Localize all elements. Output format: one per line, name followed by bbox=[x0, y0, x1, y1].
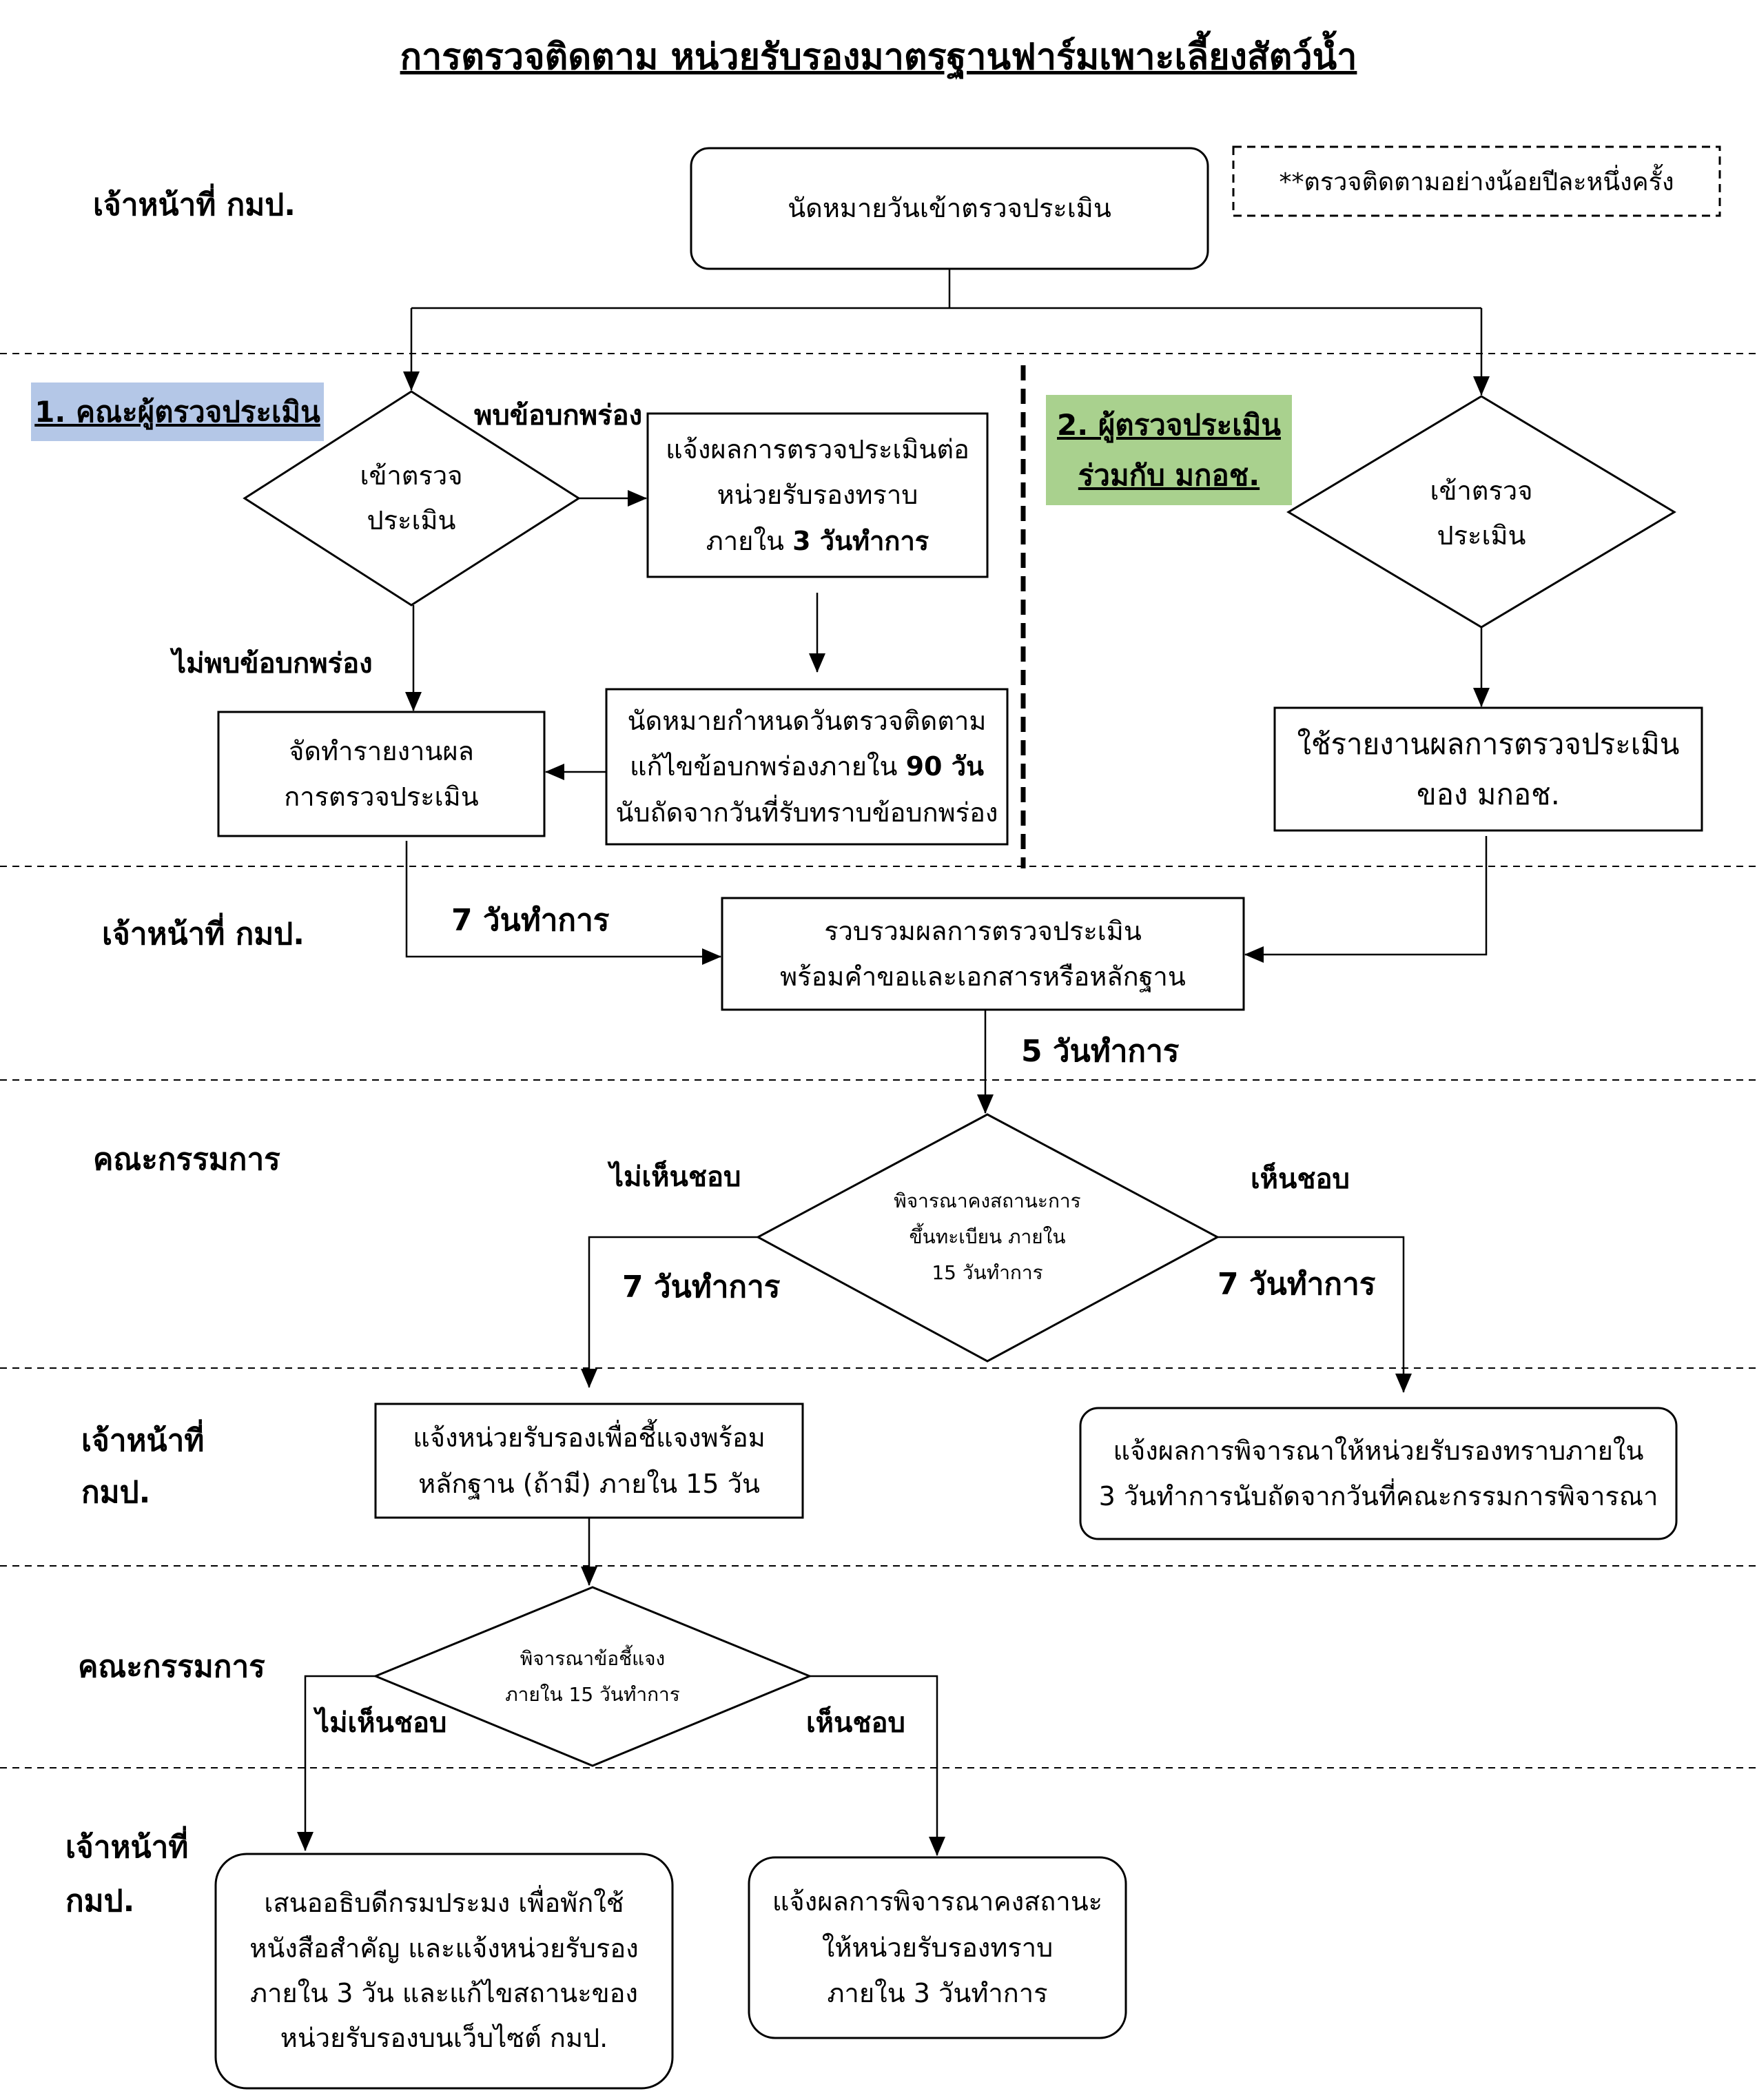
suspend-node: เสนออธิบดีกรมประมง เพื่อพักใช้ หนังสือสำ… bbox=[216, 1854, 672, 2088]
use-report-text: ใช้รายงานผลการตรวจประเมิน bbox=[1297, 726, 1680, 761]
notify-explain-box bbox=[374, 1403, 804, 1519]
note-text: **ตรวจติดตามอย่างน้อยปีละหนึ่งครั้ง bbox=[1279, 167, 1674, 196]
suspend-text: หน่วยรับรองบนเว็บไซต์ กมป. bbox=[280, 2023, 608, 2054]
edge-label-duration: 7 วันทำการ bbox=[1217, 1267, 1376, 1302]
compile-box bbox=[721, 897, 1245, 1011]
keep-status-text: ให้หน่วยรับรองทราบ bbox=[821, 1932, 1054, 1963]
followup-days: 90 วัน bbox=[905, 751, 985, 782]
report-text: จัดทำรายงานผล bbox=[289, 735, 474, 766]
notify-result-text: ภายใน bbox=[706, 525, 793, 556]
inspect-left-text: ประเมิน bbox=[367, 505, 456, 536]
use-report-box bbox=[1273, 706, 1703, 832]
team1-tag-label: 1. คณะผู้ตรวจประเมิน bbox=[34, 394, 320, 429]
compile-text: พร้อมคำขอและเอกสารหรือหลักฐาน bbox=[780, 961, 1186, 992]
followup-text: นัดหมายกำหนดวันตรวจติดตาม bbox=[627, 705, 987, 736]
edge-label-duration: 7 วันทำการ bbox=[451, 903, 610, 938]
report-box bbox=[217, 711, 546, 837]
edge-label-agree: เห็นชอบ bbox=[1251, 1163, 1350, 1195]
notify-explain-text: แจ้งหน่วยรับรองเพื่อชี้แจงพร้อม bbox=[413, 1423, 766, 1453]
followup-node: นัดหมายกำหนดวันตรวจติดตาม แก้ไขข้อบกพร่อ… bbox=[606, 689, 1007, 844]
notify-consider-text: แจ้งผลการพิจารณาให้หน่วยรับรองทราบภายใน bbox=[1113, 1435, 1644, 1466]
lane-label-officer: เจ้าหน้าที่ bbox=[65, 1830, 189, 1865]
compile-text: รวบรวมผลการตรวจประเมิน bbox=[824, 915, 1142, 946]
report-text: การตรวจประเมิน bbox=[284, 782, 479, 812]
use-report-text: ของ มกอช. bbox=[1417, 777, 1560, 811]
followup-box bbox=[605, 688, 1009, 846]
edge-label-agree: เห็นชอบ bbox=[806, 1707, 905, 1739]
lane-label-officer: กมป. bbox=[65, 1884, 135, 1919]
inspect-left-diamond bbox=[243, 390, 581, 606]
lane-label-officer: เจ้าหน้าที่ กมป. bbox=[102, 917, 305, 952]
consider-status-text: 15 วันทำการ bbox=[932, 1261, 1043, 1284]
lane-separators bbox=[0, 353, 1757, 1768]
edge-label-disagree: ไม่เห็นชอบ bbox=[610, 1161, 741, 1193]
note-box bbox=[1232, 145, 1721, 217]
notify-result-text: หน่วยรับรองทราบ bbox=[717, 480, 918, 511]
consider-status-node: พิจารณาคงสถานะการ ขึ้นทะเบียน ภายใน 15 ว… bbox=[850, 1182, 1125, 1292]
team2-tag-label: ร่วมกับ มกอช. bbox=[1078, 458, 1260, 492]
consider-explain-diamond bbox=[373, 1586, 812, 1767]
keep-status-node: แจ้งผลการพิจารณาคงสถานะ ให้หน่วยรับรองทร… bbox=[749, 1857, 1126, 2038]
notify-result-box bbox=[646, 412, 989, 578]
consider-explain-node: พิจารณาข้อชี้แจง ภายใน 15 วันทำการ bbox=[469, 1640, 717, 1713]
keep-status-text: แจ้งผลการพิจารณาคงสถานะ bbox=[772, 1886, 1103, 1917]
team1-tag: 1. คณะผู้ตรวจประเมิน bbox=[31, 383, 324, 441]
team2-tag: 2. ผู้ตรวจประเมิน ร่วมกับ มกอช. bbox=[1046, 395, 1292, 505]
edge-label-no-defect: ไม่พบข้อบกพร่อง bbox=[172, 648, 373, 680]
suspend-text: หนังสือสำคัญ และแจ้งหน่วยรับรอง bbox=[249, 1933, 639, 1964]
consider-explain-text: พิจารณาข้อชี้แจง bbox=[520, 1647, 666, 1670]
appointment-node: นัดหมายวันเข้าตรวจประเมิน bbox=[691, 148, 1208, 269]
suspend-text: ภายใน 3 วัน และแก้ไขสถานะของ bbox=[250, 1978, 638, 2008]
consider-status-diamond bbox=[755, 1113, 1220, 1363]
appointment-text: นัดหมายวันเข้าตรวจประเมิน bbox=[788, 193, 1111, 224]
lane-label-committee: คณะกรรมการ bbox=[93, 1142, 280, 1177]
inspect-right-text: เข้าตรวจ bbox=[1430, 476, 1533, 507]
use-report-node: ใช้รายงานผลการตรวจประเมิน ของ มกอช. bbox=[1275, 708, 1702, 830]
inspect-left-node: เข้าตรวจ ประเมิน bbox=[300, 448, 523, 549]
notify-consider-text: 3 วันทำการนับถัดจากวันที่คณะกรรมการพิจาร… bbox=[1098, 1481, 1658, 1511]
notify-consider-box bbox=[1079, 1407, 1678, 1540]
edge-label-duration: 5 วันทำการ bbox=[1021, 1034, 1180, 1069]
notify-result-days: 3 วันทำการ bbox=[792, 525, 929, 556]
followup-text: แก้ไขข้อบกพร่องภายใน bbox=[629, 751, 906, 782]
notify-result-text: แจ้งผลการตรวจประเมินต่อ bbox=[666, 434, 969, 465]
notify-explain-node: แจ้งหน่วยรับรองเพื่อชี้แจงพร้อม หลักฐาน … bbox=[376, 1404, 803, 1518]
consider-explain-text: ภายใน 15 วันทำการ bbox=[505, 1682, 680, 1706]
edge-label-duration: 7 วันทำการ bbox=[622, 1270, 781, 1305]
notify-consider-node: แจ้งผลการพิจารณาให้หน่วยรับรองทราบภายใน … bbox=[1080, 1408, 1676, 1539]
suspend-box bbox=[214, 1853, 674, 2090]
inspect-right-node: เข้าตรวจ ประเมิน bbox=[1371, 465, 1592, 562]
team2-tag-label: 2. ผู้ตรวจประเมิน bbox=[1057, 407, 1281, 442]
report-node: จัดทำรายงานผล การตรวจประเมิน bbox=[218, 712, 544, 836]
edge-label-disagree: ไม่เห็นชอบ bbox=[316, 1707, 447, 1739]
followup-text: นับถัดจากวันที่รับทราบข้อบกพร่อง bbox=[615, 797, 998, 828]
keep-status-text: ภายใน 3 วันทำการ bbox=[827, 1978, 1048, 2009]
compile-node: รวบรวมผลการตรวจประเมิน พร้อมคำขอและเอกสา… bbox=[722, 898, 1244, 1010]
consider-status-text: ขึ้นทะเบียน ภายใน bbox=[909, 1225, 1066, 1249]
keep-status-box bbox=[748, 1856, 1127, 2039]
inspect-right-text: ประเมิน bbox=[1437, 520, 1526, 551]
lane-label-officer: กมป. bbox=[81, 1475, 151, 1510]
inspect-left-text: เข้าตรวจ bbox=[360, 460, 463, 491]
edge-label-found-defect: พบข้อบกพร่อง bbox=[474, 400, 643, 431]
consider-status-text: พิจารณาคงสถานะการ bbox=[894, 1190, 1081, 1213]
notify-explain-text: หลักฐาน (ถ้ามี) ภายใน 15 วัน bbox=[418, 1468, 760, 1499]
page-title: การตรวจติดตาม หน่วยรับรองมาตรฐานฟาร์มเพา… bbox=[400, 37, 1357, 78]
lane-label-officer: เจ้าหน้าที่ กมป. bbox=[93, 187, 296, 223]
lane-label-committee: คณะกรรมการ bbox=[78, 1649, 265, 1684]
lane-label-officer: เจ้าหน้าที่ bbox=[81, 1423, 205, 1458]
notify-result-node: แจ้งผลการตรวจประเมินต่อ หน่วยรับรองทราบ … bbox=[648, 414, 987, 577]
suspend-text: เสนออธิบดีกรมประมง เพื่อพักใช้ bbox=[264, 1888, 624, 1919]
